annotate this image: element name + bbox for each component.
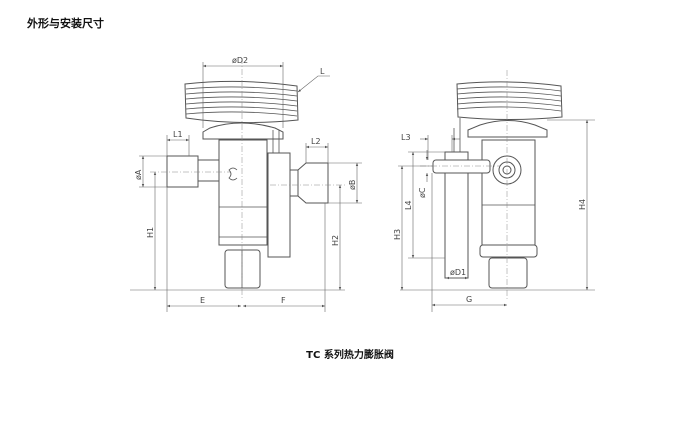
side-view: L3 øC L4 H3 H4 øD1 G bbox=[393, 70, 595, 312]
dim-h4: H4 bbox=[578, 199, 587, 210]
figure-caption: TC 系列热力膨胀阀 bbox=[306, 350, 394, 361]
dim-l: L bbox=[320, 67, 325, 76]
inlet-pipe bbox=[166, 155, 199, 188]
section-heading: 外形与安装尺寸 bbox=[27, 17, 104, 30]
dim-d2: øD2 bbox=[232, 56, 248, 65]
front-view: øD2 L L1 L2 øA øB H1 H2 E F bbox=[130, 56, 362, 312]
dim-b: øB bbox=[348, 180, 357, 190]
side-power-head bbox=[456, 81, 563, 120]
dim-d1: øD1 bbox=[450, 268, 466, 277]
dim-h3: H3 bbox=[393, 229, 402, 240]
outlet-pipe bbox=[297, 162, 329, 204]
side-bottom-fitting bbox=[488, 257, 528, 289]
dim-l3: L3 bbox=[401, 133, 411, 142]
bottom-nut bbox=[224, 249, 261, 289]
dim-e: E bbox=[200, 296, 205, 305]
power-head-coil bbox=[184, 80, 299, 124]
dim-a: øA bbox=[134, 169, 143, 180]
flow-symbol bbox=[228, 167, 238, 181]
dim-f: F bbox=[281, 296, 286, 305]
dim-c: øC bbox=[418, 187, 427, 198]
valve-body bbox=[218, 139, 268, 246]
diaphragm-flange bbox=[202, 122, 284, 140]
dim-l2: L2 bbox=[311, 137, 321, 146]
dim-g: G bbox=[466, 295, 472, 304]
dim-h2: H2 bbox=[331, 235, 340, 246]
equalizer-tube bbox=[267, 152, 291, 258]
dim-l1: L1 bbox=[173, 130, 183, 139]
dim-h1: H1 bbox=[146, 227, 155, 238]
dim-l4: L4 bbox=[404, 200, 413, 210]
